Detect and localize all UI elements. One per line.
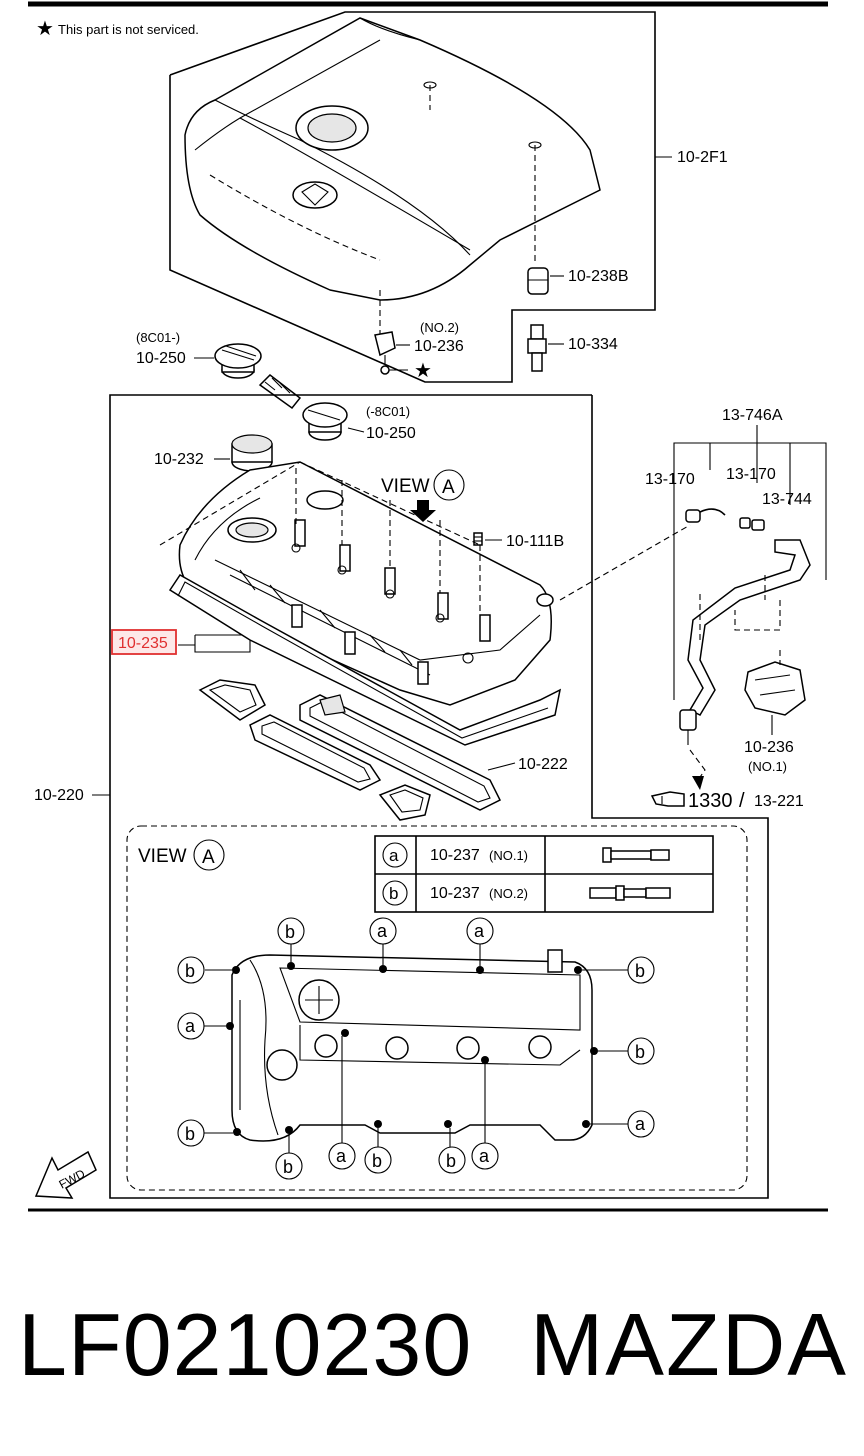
hose-group-bracket — [673, 442, 827, 700]
callout-a: a — [474, 921, 485, 941]
label-8c01-plus: (8C01-) — [136, 330, 180, 345]
clip-10-236-no1 — [744, 650, 806, 716]
view-a-top-label: VIEW — [381, 476, 430, 497]
label-no2-top: (NO.2) — [420, 320, 459, 335]
label-10-235: 10-235 — [118, 635, 168, 652]
hatched-arrow-icon — [258, 374, 302, 410]
label-13-744: 13-744 — [762, 491, 812, 508]
ref-1330: 1330 — [688, 790, 733, 812]
label-13-170-right: 13-170 — [726, 466, 776, 483]
ref-slash: / — [739, 790, 745, 812]
callout-b: b — [185, 1124, 195, 1144]
callout-a: a — [185, 1016, 196, 1036]
main-group-outline — [109, 394, 769, 1199]
callout-b: b — [185, 961, 195, 981]
label-8c01-minus: (-8C01) — [366, 404, 410, 419]
bolt-table-variant-b: (NO.2) — [489, 886, 528, 901]
oil-cap-8c01-plus — [214, 343, 262, 379]
callout-a: a — [336, 1146, 347, 1166]
view-a-detail-box — [126, 825, 748, 1191]
callout-b: b — [372, 1151, 382, 1171]
callout-circles: b b a a b a b b a b a b b a — [177, 917, 655, 1180]
not-serviced-note: This part is not serviced. — [58, 22, 199, 37]
bolt-table-part-a: 10-237 — [430, 847, 480, 864]
label-10-250-right: 10-250 — [366, 425, 416, 442]
stud-10-334 — [527, 324, 547, 372]
star-icon: ★ — [414, 360, 432, 382]
callout-b: b — [283, 1157, 293, 1177]
callout-b: b — [635, 1042, 645, 1062]
pcv-hose-13-744 — [679, 508, 811, 745]
highlight-box-10-235 — [111, 629, 177, 655]
bolt-positions — [226, 962, 598, 1136]
oil-filler-10-232 — [231, 434, 273, 472]
callout-a: a — [377, 921, 388, 941]
callout-b: b — [635, 961, 645, 981]
bolt-no1-icon — [602, 847, 670, 863]
label-10-238b: 10-238B — [568, 268, 629, 285]
ref-13-221: 13-221 — [754, 793, 804, 810]
bolt-no2-icon — [589, 885, 671, 901]
star-icon: ★ — [36, 18, 54, 40]
engine-cover — [184, 17, 601, 335]
part-number: LF0210230 — [18, 1295, 473, 1394]
clip-10-236-no2 — [374, 331, 408, 375]
view-a-bottom-letter: A — [202, 847, 215, 868]
cover-top-view — [231, 949, 593, 1142]
label-10-2f1: 10-2F1 — [677, 149, 728, 166]
label-10-334: 10-334 — [568, 336, 618, 353]
bolt-table — [374, 835, 714, 913]
label-10-236-top: 10-236 — [414, 338, 464, 355]
callout-a: a — [635, 1114, 646, 1134]
fwd-arrow-icon: FWD — [34, 1150, 97, 1199]
bolt-table-key-b: b — [389, 884, 398, 903]
cylinder-head-cover — [159, 461, 554, 706]
callout-b: b — [446, 1151, 456, 1171]
gaskets-10-222 — [198, 679, 502, 821]
label-13-170-left: 13-170 — [645, 471, 695, 488]
oil-cap-8c01-minus — [302, 402, 348, 441]
label-10-111b: 10-111B — [506, 533, 564, 550]
callout-a: a — [479, 1146, 490, 1166]
label-10-232: 10-232 — [154, 451, 204, 468]
pointing-hand-icon — [650, 791, 685, 807]
footer: LF0210230 MAZDA — [0, 1290, 864, 1400]
brand-name: MAZDA — [530, 1295, 848, 1394]
gasket-10-235 — [168, 574, 562, 746]
label-13-746a: 13-746A — [722, 407, 783, 424]
label-10-222: 10-222 — [518, 756, 568, 773]
callout-leaders — [204, 944, 628, 1153]
label-10-250-left: 10-250 — [136, 350, 186, 367]
engine-cover-outline — [169, 11, 656, 383]
bolt-10-111b — [473, 532, 483, 546]
view-direction-arrow-icon — [410, 500, 436, 522]
bolt-table-part-b: 10-237 — [430, 885, 480, 902]
callout-b: b — [285, 922, 295, 942]
label-no1-right: (NO.1) — [748, 759, 787, 774]
label-10-236-right: 10-236 — [744, 739, 794, 756]
bolt-table-variant-a: (NO.1) — [489, 848, 528, 863]
bolt-table-key-a: a — [389, 846, 399, 865]
grommet-10-238b — [527, 267, 549, 295]
view-a-bottom-label: VIEW — [138, 846, 187, 867]
label-10-220: 10-220 — [34, 787, 84, 804]
view-a-top-letter: A — [442, 477, 455, 498]
